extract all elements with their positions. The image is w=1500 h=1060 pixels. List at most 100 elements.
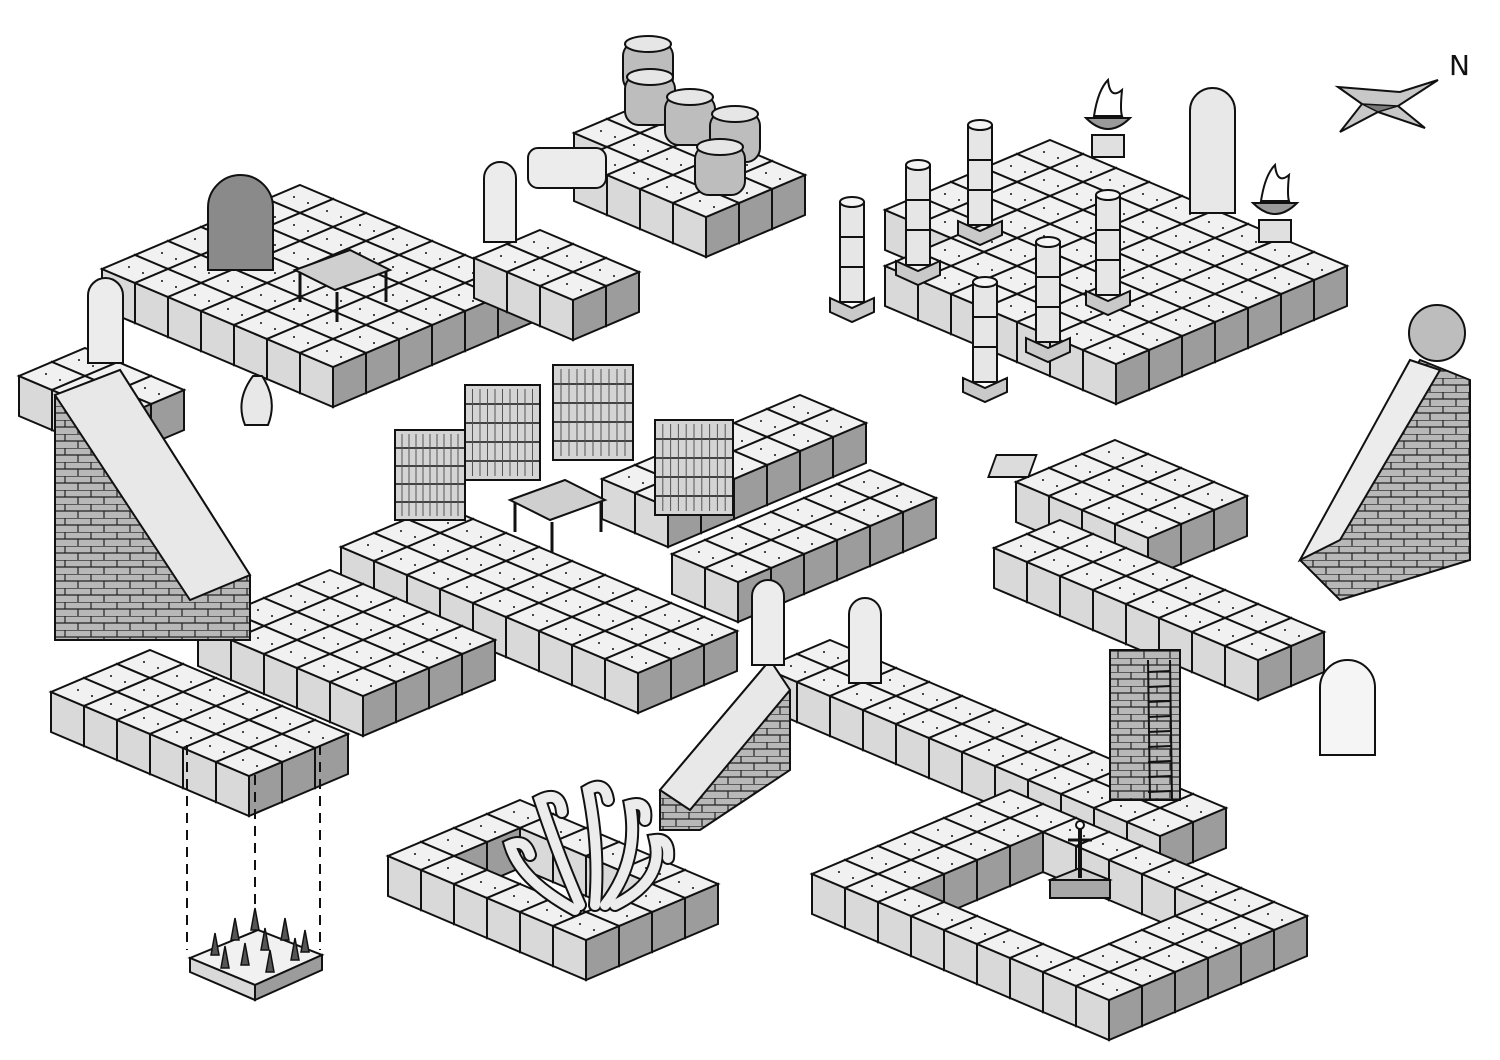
tile-speckle <box>1149 947 1151 949</box>
tile-speckle <box>1010 249 1012 251</box>
tile-speckle <box>1036 955 1038 957</box>
floor-tile <box>1222 630 1294 662</box>
tile-speckle <box>628 476 630 478</box>
tile-speckle <box>124 681 126 683</box>
tile-speckle <box>513 606 515 608</box>
tentacle <box>504 838 580 915</box>
tile-speckle <box>560 831 562 833</box>
tile-speckle <box>1133 565 1135 567</box>
tile-speckle <box>1307 263 1309 265</box>
tile-speckle <box>698 551 700 553</box>
tile-speckle <box>307 286 309 288</box>
tile-speckle <box>414 564 416 566</box>
tile-speckle <box>326 210 328 212</box>
tile-speckle <box>903 685 905 687</box>
tile-speckle <box>307 314 309 316</box>
tile-speckle <box>359 224 361 226</box>
tile-speckle <box>208 272 210 274</box>
tile-speckle <box>612 620 614 622</box>
tile-speckle <box>208 300 210 302</box>
tile-speckle <box>1057 213 1059 215</box>
tile-speckle <box>1017 835 1019 837</box>
tile-speckle <box>494 831 496 833</box>
tile-speckle <box>461 845 463 847</box>
tile-speckle <box>1135 941 1137 943</box>
tile-speckle <box>175 258 177 260</box>
tile-speckle <box>340 356 342 358</box>
tile-speckle <box>1053 559 1055 561</box>
tile-speckle <box>1186 805 1188 807</box>
tile-speckle <box>389 637 391 639</box>
tile-speckle <box>1281 919 1283 921</box>
tile-speckle <box>1185 587 1187 589</box>
tile-speckle <box>370 657 372 659</box>
tile-speckle <box>1152 601 1154 603</box>
tile-speckle <box>1122 485 1124 487</box>
tile-speckle <box>514 261 516 263</box>
stone-pillar <box>1025 236 1071 364</box>
tile-speckle <box>1284 629 1286 631</box>
tile-speckle <box>1201 913 1203 915</box>
tile-speckle <box>466 558 468 560</box>
tile-speckle <box>447 550 449 552</box>
tile-speckle <box>988 749 990 751</box>
tile-speckle <box>447 578 449 580</box>
tile-speckle <box>458 266 460 268</box>
tile-speckle <box>1087 763 1089 765</box>
stone-door <box>848 597 882 684</box>
tile-speckle <box>422 623 424 625</box>
vase <box>240 375 273 426</box>
tile-speckle <box>1208 305 1210 307</box>
flame-icon <box>1259 162 1291 202</box>
tile-speckle <box>323 609 325 611</box>
tile-speckle <box>863 509 865 511</box>
tile-speckle <box>863 481 865 483</box>
tile-speckle <box>774 426 776 428</box>
tile-speckle <box>991 269 993 271</box>
tile-speckle <box>257 637 259 639</box>
tile-speckle <box>433 572 435 574</box>
tile-speckle <box>1288 255 1290 257</box>
tile-speckle <box>612 592 614 594</box>
tile-speckle <box>614 136 616 138</box>
tile-speckle <box>779 178 781 180</box>
spike <box>250 907 260 931</box>
tile-speckle <box>1090 171 1092 173</box>
bookshelf <box>552 364 634 461</box>
tile-speckle <box>274 272 276 274</box>
tile-speckle <box>527 817 529 819</box>
tile-speckle <box>885 891 887 893</box>
bookshelf <box>464 384 541 481</box>
tile-speckle <box>731 537 733 539</box>
tile-speckle <box>1175 263 1177 265</box>
tile-speckle <box>439 286 441 288</box>
tile-speckle <box>1123 325 1125 327</box>
tile-speckle <box>692 887 694 889</box>
tile-speckle <box>626 915 628 917</box>
tile-speckle <box>447 839 449 841</box>
tile-speckle <box>256 737 258 739</box>
tile-speckle <box>970 843 972 845</box>
tile-speckle <box>1089 471 1091 473</box>
tile-speckle <box>271 615 273 617</box>
tile-speckle <box>1135 857 1137 859</box>
tile-speckle <box>1010 165 1012 167</box>
tile-speckle <box>1067 537 1069 539</box>
tile-speckle <box>1057 157 1059 159</box>
tile-speckle <box>566 255 568 257</box>
tile-speckle <box>293 280 295 282</box>
arched-doorway <box>1319 659 1376 756</box>
tile-speckle <box>958 199 960 201</box>
tile-speckle <box>161 280 163 282</box>
tile-speckle <box>447 522 449 524</box>
tile-speckle <box>480 825 482 827</box>
tile-speckle <box>340 300 342 302</box>
ladder-rung <box>1147 670 1172 673</box>
tile-speckle <box>565 572 567 574</box>
tile-speckle <box>1090 227 1092 229</box>
room-library <box>338 503 740 715</box>
flame-icon <box>1092 77 1124 117</box>
tile-speckle <box>92 365 94 367</box>
tile-speckle <box>645 606 647 608</box>
